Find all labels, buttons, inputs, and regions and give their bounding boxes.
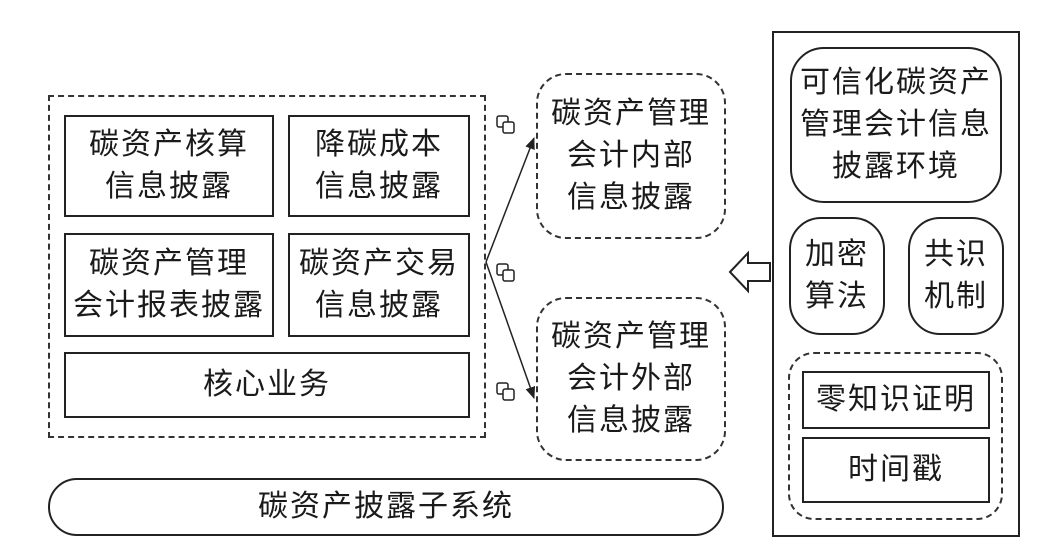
internal-disclosure-box: 碳资产管理 会计内部 信息披露: [536, 73, 726, 239]
zero-knowledge-box: 零知识证明: [802, 371, 990, 429]
internal-disclosure-label: 碳资产管理 会计内部 信息披露: [551, 96, 711, 215]
carbon-trading-label: 碳资产交易 信息披露: [299, 246, 459, 323]
environment-box: 可信化碳资产 管理会计信息 披露环境: [790, 47, 1002, 203]
encryption-label: 加密 算法: [805, 237, 869, 314]
carbon-accounting-label: 碳资产核算 信息披露: [89, 127, 249, 204]
disclosure-content-group: [48, 95, 486, 438]
encryption-box: 加密 算法: [789, 217, 885, 335]
timestamp-box: 时间戳: [802, 437, 990, 503]
link-icon: [496, 115, 515, 134]
arrow-to-internal: [485, 137, 535, 263]
external-disclosure-box: 碳资产管理 会计外部 信息披露: [536, 297, 726, 461]
consensus-label: 共识 机制: [924, 237, 988, 314]
zero-knowledge-label: 零知识证明: [816, 382, 976, 417]
link-icon: [496, 382, 515, 401]
crypto-techniques-group: [788, 352, 1003, 520]
external-disclosure-label: 碳资产管理 会计外部 信息披露: [551, 319, 711, 438]
carbon-trading-box: 碳资产交易 信息披露: [288, 233, 470, 337]
environment-label: 可信化碳资产 管理会计信息 披露环境: [800, 65, 992, 184]
timestamp-label: 时间戳: [848, 452, 944, 487]
carbon-reduction-cost-label: 降碳成本 信息披露: [315, 127, 443, 204]
subsystem-box: 碳资产披露子系统: [48, 478, 724, 536]
hollow-left-arrow-icon: [728, 250, 771, 294]
consensus-box: 共识 机制: [908, 217, 1004, 335]
carbon-accounting-report-box: 碳资产管理 会计报表披露: [64, 233, 274, 337]
trusted-environment-panel: [772, 31, 1020, 537]
core-business-label: 核心业务: [203, 367, 331, 402]
subsystem-label: 碳资产披露子系统: [258, 489, 514, 524]
carbon-accounting-report-label: 碳资产管理 会计报表披露: [73, 246, 265, 323]
core-business-box: 核心业务: [64, 352, 470, 418]
carbon-reduction-cost-box: 降碳成本 信息披露: [288, 115, 470, 217]
carbon-accounting-box: 碳资产核算 信息披露: [64, 115, 274, 217]
link-icon: [496, 263, 515, 282]
arrow-to-external: [485, 261, 536, 399]
